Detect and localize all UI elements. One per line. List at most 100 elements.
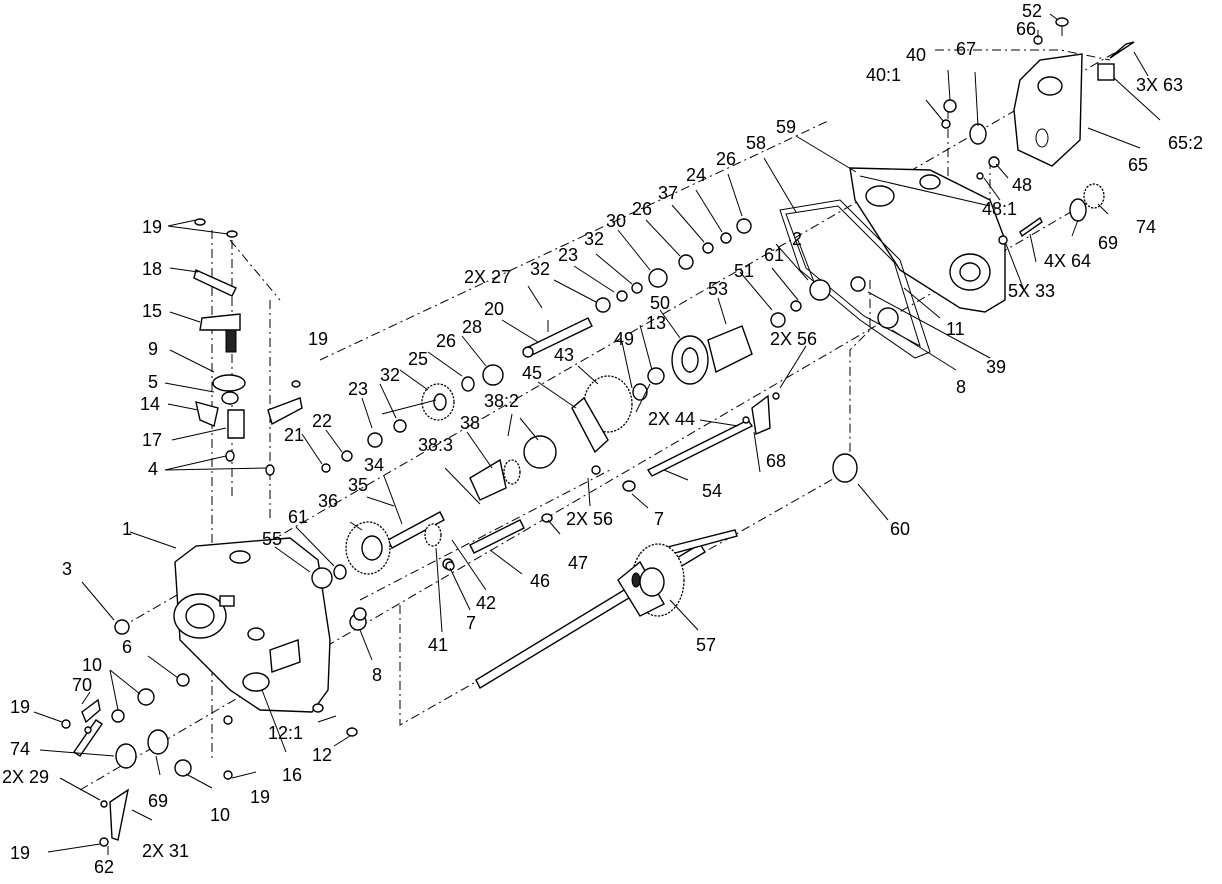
label-40-1: 40:1 (866, 65, 901, 85)
label-8: 8 (956, 377, 966, 397)
label-32: 32 (530, 259, 550, 279)
label-57: 57 (696, 635, 716, 655)
label-67: 67 (956, 39, 976, 59)
label-14: 14 (140, 394, 160, 414)
shaft-20 (522, 317, 593, 358)
label-10: 10 (210, 805, 230, 825)
label-58: 58 (746, 133, 766, 153)
small-parts (61, 17, 1135, 847)
label-62: 62 (94, 857, 114, 877)
label-32: 32 (584, 229, 604, 249)
label-25: 25 (408, 349, 428, 369)
label-6: 6 (122, 637, 132, 657)
label-34: 34 (364, 455, 384, 475)
label-12-1: 12:1 (268, 723, 303, 743)
label-3x-63: 3X 63 (1136, 75, 1183, 95)
label-26: 26 (716, 149, 736, 169)
label-7: 7 (654, 509, 664, 529)
gears (345, 325, 753, 575)
label-48: 48 (1012, 175, 1032, 195)
label-12: 12 (312, 745, 332, 765)
label-32: 32 (380, 365, 400, 385)
label-19: 19 (10, 843, 30, 863)
label-70: 70 (72, 675, 92, 695)
label-10: 10 (82, 655, 102, 675)
label-20: 20 (484, 299, 504, 319)
label-2x-29: 2X 29 (2, 767, 49, 787)
label-68: 68 (766, 451, 786, 471)
label-23: 23 (558, 245, 578, 265)
label-52: 52 (1022, 1, 1042, 21)
label-74: 74 (10, 739, 30, 759)
label-53: 53 (708, 279, 728, 299)
label-49: 49 (614, 329, 634, 349)
label-61: 61 (764, 245, 784, 265)
label-24: 24 (686, 165, 706, 185)
label-2x-27: 2X 27 (464, 267, 511, 287)
plate-65 (1013, 53, 1115, 167)
label-21: 21 (284, 425, 304, 445)
label-43: 43 (554, 345, 574, 365)
label-16: 16 (282, 765, 302, 785)
label-66: 66 (1016, 19, 1036, 39)
label-2x-31: 2X 31 (142, 841, 189, 861)
label-59: 59 (776, 117, 796, 137)
label-65-2: 65:2 (1168, 133, 1203, 153)
label-42: 42 (476, 593, 496, 613)
label-3: 3 (62, 559, 72, 579)
label-2x-56: 2X 56 (566, 509, 613, 529)
differential-57 (475, 529, 738, 689)
label-5: 5 (148, 372, 158, 392)
label-13: 13 (646, 313, 666, 333)
label-69: 69 (148, 791, 168, 811)
label-35: 35 (348, 475, 368, 495)
right-housing-59 (849, 167, 1006, 313)
shaft-34 (387, 511, 445, 549)
gasket-58 (779, 199, 931, 359)
label-41: 41 (428, 635, 448, 655)
label-54: 54 (702, 481, 722, 501)
label-46: 46 (530, 571, 550, 591)
label-2x-44: 2X 44 (648, 409, 695, 429)
label-38-2: 38:2 (484, 391, 519, 411)
label-17: 17 (142, 430, 162, 450)
label-36: 36 (318, 491, 338, 511)
label-48-1: 48:1 (982, 199, 1017, 219)
left-housing-1 (173, 537, 331, 713)
label-2x-56: 2X 56 (770, 329, 817, 349)
part-labels: 19 18 15 9 5 14 17 4 19 1 3 6 10 70 19 7… (2, 1, 1203, 877)
label-1: 1 (122, 519, 132, 539)
label-5x-33: 5X 33 (1008, 281, 1055, 301)
label-22: 22 (312, 411, 332, 431)
label-55: 55 (262, 529, 282, 549)
label-37: 37 (658, 183, 678, 203)
label-69: 69 (1098, 233, 1118, 253)
label-38: 38 (460, 413, 480, 433)
label-8: 8 (372, 665, 382, 685)
label-26: 26 (436, 331, 456, 351)
label-19: 19 (142, 217, 162, 237)
label-38-3: 38:3 (418, 435, 453, 455)
shaft-46 (469, 519, 525, 554)
label-26: 26 (632, 199, 652, 219)
label-2: 2 (792, 229, 802, 249)
label-39: 39 (986, 357, 1006, 377)
leader-lines (33, 13, 1161, 855)
label-18: 18 (142, 259, 162, 279)
label-47: 47 (568, 553, 588, 573)
label-15: 15 (142, 301, 162, 321)
label-30: 30 (606, 211, 626, 231)
label-45: 45 (522, 363, 542, 383)
label-23: 23 (348, 379, 368, 399)
label-11: 11 (946, 319, 965, 339)
label-19: 19 (10, 697, 30, 717)
label-74: 74 (1136, 217, 1156, 237)
label-60: 60 (890, 519, 910, 539)
label-61: 61 (288, 507, 308, 527)
label-4: 4 (148, 459, 158, 479)
label-7: 7 (466, 613, 476, 633)
label-40: 40 (906, 45, 926, 65)
label-9: 9 (148, 339, 158, 359)
label-50: 50 (650, 293, 670, 313)
